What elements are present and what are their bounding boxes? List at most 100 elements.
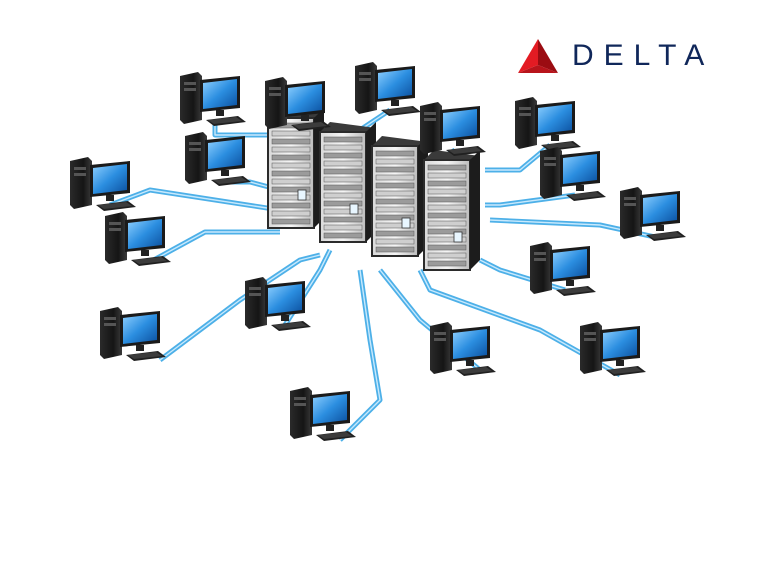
rack-unit: [323, 224, 363, 231]
monitor-screen: [203, 79, 237, 109]
tower-case: [420, 102, 442, 154]
rack-unit: [375, 182, 415, 189]
server-cabinet: [371, 136, 428, 257]
drive-bay: [249, 287, 261, 290]
drive-bay: [109, 222, 121, 225]
rack-unit: [323, 176, 363, 183]
keyboard-keys: [318, 432, 352, 439]
keyboard-keys: [543, 142, 577, 149]
rack-unit: [271, 130, 311, 137]
workstation-icon: [355, 62, 421, 116]
rack-unit: [271, 154, 311, 161]
monitor-stand: [136, 345, 144, 351]
drive-bay: [189, 142, 201, 145]
monitor-stand: [301, 115, 309, 121]
rack-unit: [271, 138, 311, 145]
workstations: [70, 62, 686, 441]
monitor-screen: [603, 329, 637, 359]
tower-case: [530, 242, 552, 294]
rack-unit: [427, 196, 467, 203]
workstation-icon: [430, 322, 496, 376]
monitor-stand: [456, 140, 464, 146]
rack-unit: [323, 152, 363, 159]
drive-bay: [434, 338, 446, 341]
workstation-icon: [540, 147, 606, 201]
drive-bay: [534, 252, 546, 255]
rack-unit: [375, 174, 415, 181]
rack-panel: [297, 189, 307, 201]
tower-case: [245, 277, 267, 329]
tower-case: [580, 322, 602, 374]
monitor-screen: [538, 104, 572, 134]
workstation-icon: [580, 322, 646, 376]
rack-unit: [427, 236, 467, 243]
monitor-stand: [566, 280, 574, 286]
monitor-screen: [208, 139, 242, 169]
rack-unit: [427, 252, 467, 259]
rack-unit: [375, 214, 415, 221]
network-link-highlight: [214, 122, 290, 136]
rack-unit: [271, 202, 311, 209]
monitor-screen: [93, 164, 127, 194]
drive-bay: [359, 72, 371, 75]
workstation-icon: [180, 72, 246, 126]
workstation-icon: [290, 387, 356, 441]
rack-unit: [271, 146, 311, 153]
keyboard-keys: [133, 257, 167, 264]
rack-panel: [349, 203, 359, 215]
rack-unit: [375, 222, 415, 229]
delta-logo: DELTA: [518, 36, 714, 76]
rack-unit: [271, 178, 311, 185]
monitor-stand: [576, 185, 584, 191]
rack-unit: [427, 220, 467, 227]
keyboard-keys: [608, 367, 642, 374]
network-link: [148, 229, 280, 265]
cabinet-side: [470, 150, 480, 270]
rack-unit: [323, 208, 363, 215]
network-link-highlight: [109, 189, 281, 211]
keyboard-keys: [383, 107, 417, 114]
keyboard-keys: [293, 122, 327, 129]
brand-name: DELTA: [572, 39, 715, 72]
rack-unit: [323, 192, 363, 199]
tower-case: [620, 187, 642, 239]
rack-unit: [271, 186, 311, 193]
drive-bay: [519, 113, 531, 116]
workstation-icon: [530, 242, 596, 296]
keyboard-keys: [128, 352, 162, 359]
rack-unit: [427, 228, 467, 235]
workstation-icon: [620, 187, 686, 241]
tower-case: [355, 62, 377, 114]
monitor-stand: [141, 250, 149, 256]
server-cabinet: [423, 150, 480, 271]
drive-bay: [434, 332, 446, 335]
drive-bay: [249, 293, 261, 296]
rack-unit: [427, 244, 467, 251]
drive-bay: [624, 197, 636, 200]
monitor-stand: [466, 360, 474, 366]
workstation-icon: [420, 102, 486, 156]
monitor-stand: [221, 170, 229, 176]
network-link-highlight: [485, 194, 576, 206]
monitor-stand: [551, 135, 559, 141]
drive-bay: [269, 93, 281, 96]
drive-bay: [184, 88, 196, 91]
tower-case: [430, 322, 452, 374]
tower-case: [515, 97, 537, 149]
drive-bay: [584, 338, 596, 341]
workstation-icon: [245, 277, 311, 331]
monitor-screen: [378, 69, 412, 99]
delta-triangle-icon: [518, 39, 558, 73]
monitor-stand: [216, 110, 224, 116]
drive-bay: [184, 82, 196, 85]
monitor-screen: [268, 284, 302, 314]
rack-unit: [427, 260, 467, 267]
workstation-icon: [105, 212, 171, 266]
monitor-stand: [106, 195, 114, 201]
drive-bay: [424, 118, 436, 121]
rack-unit: [427, 188, 467, 195]
rack-unit: [375, 230, 415, 237]
network-link-highlight: [339, 269, 381, 441]
